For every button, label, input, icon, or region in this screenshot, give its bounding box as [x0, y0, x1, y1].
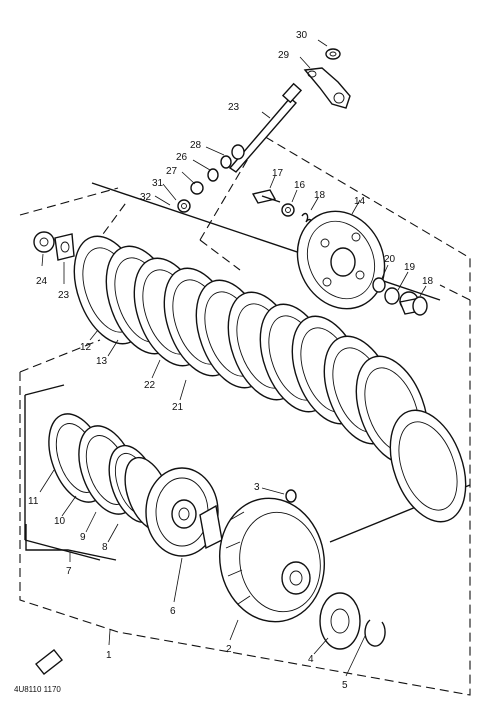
small-parts-seals-bearings [154, 144, 245, 213]
part-push-rod [228, 82, 303, 173]
callout-32: 32 [140, 192, 152, 203]
drawing-code: 4U8110 1170 [14, 685, 61, 694]
callout-29: 29 [278, 50, 290, 61]
callout-labels: 30 29 23 28 26 27 31 32 17 16 18 14 20 1… [14, 30, 434, 694]
callout-10: 10 [54, 516, 66, 527]
callout-17: 17 [272, 168, 284, 179]
callout-6: 6 [170, 606, 176, 617]
callout-26: 26 [176, 152, 188, 163]
part-29-push-lever [299, 56, 351, 109]
callout-19: 19 [404, 262, 416, 273]
callout-16: 16 [294, 180, 306, 191]
callout-14: 14 [354, 196, 366, 207]
callout-24: 24 [36, 276, 48, 287]
part-5-circlip [345, 619, 386, 677]
part-1-key [35, 629, 111, 675]
parts-18-19-20 [372, 264, 428, 316]
callout-12: 12 [80, 342, 92, 353]
callout-7: 7 [66, 566, 72, 577]
callout-3: 3 [254, 482, 260, 493]
callout-18-lower: 18 [422, 276, 434, 287]
plate-stack [73, 235, 467, 523]
callout-27: 27 [166, 166, 178, 177]
callout-18-upper: 18 [314, 190, 326, 201]
callout-23-washer: 23 [58, 290, 70, 301]
callout-1: 1 [106, 650, 112, 661]
part-30-nut [317, 39, 341, 60]
callout-22: 22 [144, 380, 156, 391]
part-3-spacer [261, 487, 297, 503]
callout-23-push-rod: 23 [228, 102, 240, 113]
part-6-clutch-boss [145, 467, 223, 603]
callout-20: 20 [384, 254, 396, 265]
callout-31: 31 [152, 178, 164, 189]
callout-13: 13 [96, 356, 108, 367]
part-14-pressure-plate [296, 199, 386, 310]
dashed-boundaries [19, 134, 471, 696]
part-2-clutch-housing [218, 497, 326, 641]
callout-4: 4 [308, 654, 314, 665]
callout-28: 28 [190, 140, 202, 151]
callout-2: 2 [226, 644, 232, 655]
callout-5: 5 [342, 680, 348, 691]
part-4-gear [313, 592, 361, 655]
parts-24-23 [33, 231, 75, 284]
callout-8: 8 [102, 542, 108, 553]
callout-9: 9 [80, 532, 86, 543]
callout-30: 30 [296, 30, 308, 41]
callout-21: 21 [172, 402, 184, 413]
callout-11: 11 [28, 496, 39, 507]
